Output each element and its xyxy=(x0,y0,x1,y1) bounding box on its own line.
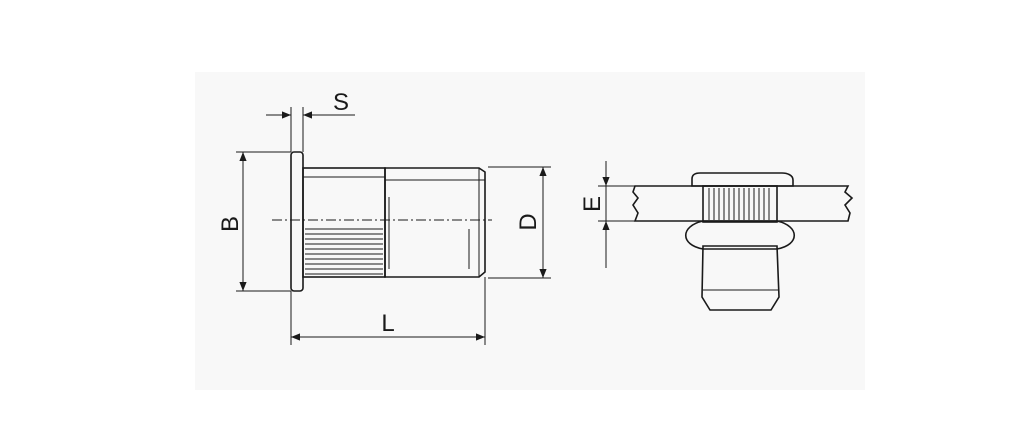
installed-view xyxy=(632,172,854,311)
dimension-e: E xyxy=(579,161,635,268)
dimension-s: S xyxy=(266,89,355,152)
dimension-s-label: S xyxy=(333,89,349,116)
installed-flange xyxy=(691,172,794,187)
installed-knurl-lines xyxy=(708,188,770,220)
dimension-b-label: B xyxy=(217,216,244,232)
panel-plate xyxy=(632,185,854,222)
dimension-d-label: D xyxy=(515,213,542,230)
knurl-lines xyxy=(305,228,383,275)
dimension-l-label: L xyxy=(381,310,394,337)
dimension-d: D xyxy=(488,166,551,279)
dimension-b: B xyxy=(217,151,291,292)
clinched-bulge xyxy=(685,220,795,250)
dimension-l: L xyxy=(290,277,486,345)
side-view xyxy=(272,151,492,292)
dimension-e-label: E xyxy=(579,196,606,212)
installed-shank xyxy=(701,245,780,311)
